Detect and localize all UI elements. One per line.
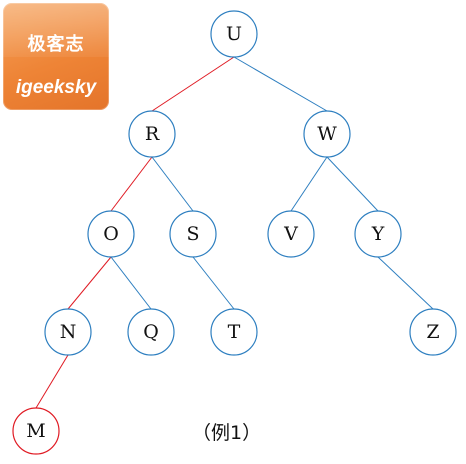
logo-english-text: igeeksky: [15, 77, 97, 98]
logo-chinese-text: 极客志: [27, 34, 85, 55]
tree-node-r: R: [128, 110, 176, 158]
node-label: Q: [143, 321, 159, 343]
node-circle: [127, 308, 175, 356]
node-label: W: [317, 123, 337, 145]
igeeksky-logo: 极客志 igeeksky: [3, 3, 109, 110]
node-circle: [44, 308, 92, 356]
node-circle: [169, 210, 217, 258]
node-circle: [210, 10, 258, 58]
edge-u-w: [233, 56, 328, 112]
edge-n-m: [35, 354, 69, 409]
tree-node-w: W: [303, 110, 351, 158]
tree-node-o: O: [87, 210, 135, 258]
node-circle: [12, 407, 60, 455]
edge-o-n: [67, 256, 112, 310]
node-label: V: [283, 223, 298, 245]
edge-r-o: [110, 156, 153, 212]
edge-w-v: [290, 156, 328, 212]
node-label: O: [103, 223, 119, 245]
node-circle: [354, 210, 402, 258]
node-circle: [267, 210, 315, 258]
node-label: M: [26, 420, 45, 442]
tree-node-u: U: [210, 10, 258, 58]
node-circle: [210, 308, 258, 356]
edge-o-q: [110, 256, 152, 310]
tree-node-n: N: [44, 308, 92, 356]
edge-u-r: [151, 56, 235, 112]
figure-caption: （例1）: [192, 422, 262, 444]
tree-node-t: T: [210, 308, 258, 356]
node-label: Z: [426, 321, 439, 343]
tree-node-m: M: [12, 407, 60, 455]
node-label: R: [145, 123, 160, 145]
node-circle: [128, 110, 176, 158]
edges-layer: [35, 56, 434, 409]
tree-node-v: V: [267, 210, 315, 258]
edge-y-z: [377, 256, 434, 310]
node-label: Y: [371, 223, 385, 245]
edge-s-t: [192, 256, 235, 310]
tree-node-y: Y: [354, 210, 402, 258]
node-label: U: [226, 23, 242, 45]
node-circle: [409, 308, 457, 356]
tree-node-s: S: [169, 210, 217, 258]
tree-node-q: Q: [127, 308, 175, 356]
node-label: N: [60, 321, 77, 343]
node-label: S: [186, 223, 199, 245]
logo-highlight: [3, 3, 109, 57]
node-label: T: [228, 321, 241, 343]
edge-r-s: [151, 156, 194, 212]
node-circle: [303, 110, 351, 158]
nodes-layer: U R W O S V Y N Q T Z M: [12, 10, 457, 455]
edge-w-y: [326, 156, 379, 212]
tree-node-z: Z: [409, 308, 457, 356]
node-circle: [87, 210, 135, 258]
